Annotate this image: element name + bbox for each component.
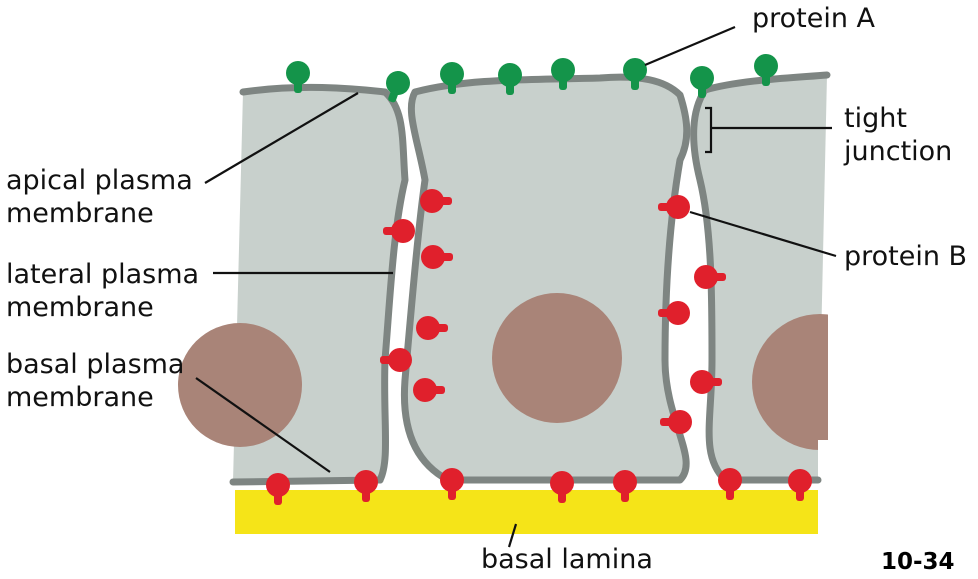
protein-a (623, 58, 647, 90)
protein-b (690, 370, 722, 394)
leader-basal-lamina (507, 523, 518, 548)
protein-b (420, 189, 452, 213)
label-lateral-plasma-membrane: lateral plasma membrane (6, 259, 200, 323)
protein-b (383, 219, 415, 243)
protein-b-markers (266, 189, 812, 505)
protein-b (550, 471, 574, 503)
protein-a-markers (286, 54, 778, 103)
protein-a (754, 54, 778, 86)
label-protein-b: protein B (844, 241, 968, 272)
nucleus-center (492, 293, 622, 423)
protein-a (440, 62, 464, 94)
protein-b (421, 245, 453, 269)
label-apical-plasma-membrane: apical plasma membrane (6, 165, 193, 229)
basal-lamina (235, 490, 818, 534)
tight-junction-bracket (705, 106, 713, 154)
protein-b (718, 468, 742, 500)
leader-basal (195, 377, 331, 473)
label-basal-lamina: basal lamina (481, 544, 653, 575)
protein-b (694, 265, 726, 289)
protein-b (266, 473, 290, 505)
label-protein-a: protein A (752, 3, 876, 34)
protein-b (413, 378, 445, 402)
protein-a (498, 63, 522, 95)
protein-a (690, 66, 714, 98)
nucleus-left (178, 323, 302, 447)
label-basal-plasma-membrane: basal plasma membrane (6, 349, 185, 413)
figure-number: 10-34 (881, 549, 955, 575)
protein-b (788, 469, 812, 501)
protein-b (380, 348, 412, 372)
leader-lines (195, 25, 837, 548)
protein-b (660, 410, 692, 434)
protein-a (286, 61, 310, 93)
leader-protein-b (689, 210, 837, 258)
protein-b (658, 301, 690, 325)
leader-protein-a (644, 25, 736, 67)
protein-b (658, 195, 690, 219)
leader-apical (204, 92, 359, 184)
protein-b (416, 316, 448, 340)
protein-b (613, 470, 637, 502)
protein-b (440, 468, 464, 500)
protein-a (386, 71, 410, 103)
protein-a (551, 58, 575, 90)
protein-b (354, 470, 378, 502)
label-tight-junction: tight junction (844, 103, 953, 167)
